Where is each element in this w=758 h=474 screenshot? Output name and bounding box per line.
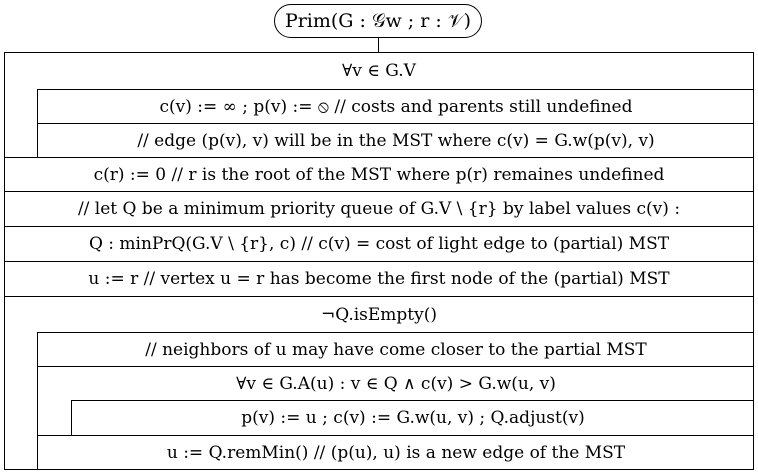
update-parent-cost-text: p(v) := u ; c(v) := G.w(u, v) ; Q.adjust… xyxy=(241,408,585,428)
loop1-left-bar xyxy=(4,89,38,157)
procedure-header: Prim(G : 𝒢w ; r : 𝒱) xyxy=(274,4,482,38)
remove-min-text: u := Q.remMin() // (p(u), u) is a new ed… xyxy=(166,443,626,463)
neighbors-comment-text: // neighbors of u may have come closer t… xyxy=(145,339,647,360)
edge-mst-comment-text: // edge (p(v), v) will be in the MST whe… xyxy=(137,130,655,151)
update-parent-cost: p(v) := u ; c(v) := G.w(u, v) ; Q.adjust… xyxy=(72,400,754,435)
loop-while-queue-nonempty: ¬Q.isEmpty() xyxy=(4,296,754,332)
priority-queue-comment-text: // let Q be a minimum priority queue of … xyxy=(77,199,681,219)
edge-mst-comment: // edge (p(v), v) will be in the MST whe… xyxy=(38,123,754,157)
remove-min: u := Q.remMin() // (p(u), u) is a new ed… xyxy=(38,435,754,470)
priority-queue-comment: // let Q be a minimum priority queue of … xyxy=(4,191,754,226)
priority-queue-init: Q : minPrQ(G.V \ {r}, c) // c(v) = cost … xyxy=(4,226,754,261)
loop-forall-vertices: ∀v ∈ G.V xyxy=(4,53,754,89)
priority-queue-init-text: Q : minPrQ(G.V \ {r}, c) // c(v) = cost … xyxy=(88,234,670,254)
neighbors-comment: // neighbors of u may have come closer t… xyxy=(38,332,754,366)
header-connector xyxy=(378,38,379,52)
u-init: u := r // vertex u = r has become the fi… xyxy=(4,261,754,296)
root-init-text: c(r) := 0 // r is the root of the MST wh… xyxy=(93,164,665,185)
loop3-left-bar xyxy=(38,400,72,435)
init-costs-parents-text: c(v) := ∞ ; p(v) := ⦸ // costs and paren… xyxy=(159,96,633,117)
u-init-text: u := r // vertex u = r has become the fi… xyxy=(88,269,670,289)
loop-forall-neighbors: ∀v ∈ G.A(u) : v ∈ Q ∧ c(v) > G.w(u, v) xyxy=(38,366,754,400)
root-init: c(r) := 0 // r is the root of the MST wh… xyxy=(4,157,754,191)
loop-forall-neighbors-label: ∀v ∈ G.A(u) : v ∈ Q ∧ c(v) > G.w(u, v) xyxy=(236,373,556,394)
procedure-signature: Prim(G : 𝒢w ; r : 𝒱) xyxy=(284,10,472,32)
loop-forall-vertices-label: ∀v ∈ G.V xyxy=(342,61,416,81)
init-costs-parents: c(v) := ∞ ; p(v) := ⦸ // costs and paren… xyxy=(38,89,754,123)
loop-while-queue-nonempty-label: ¬Q.isEmpty() xyxy=(320,304,437,325)
loop2-left-bar xyxy=(4,332,38,470)
